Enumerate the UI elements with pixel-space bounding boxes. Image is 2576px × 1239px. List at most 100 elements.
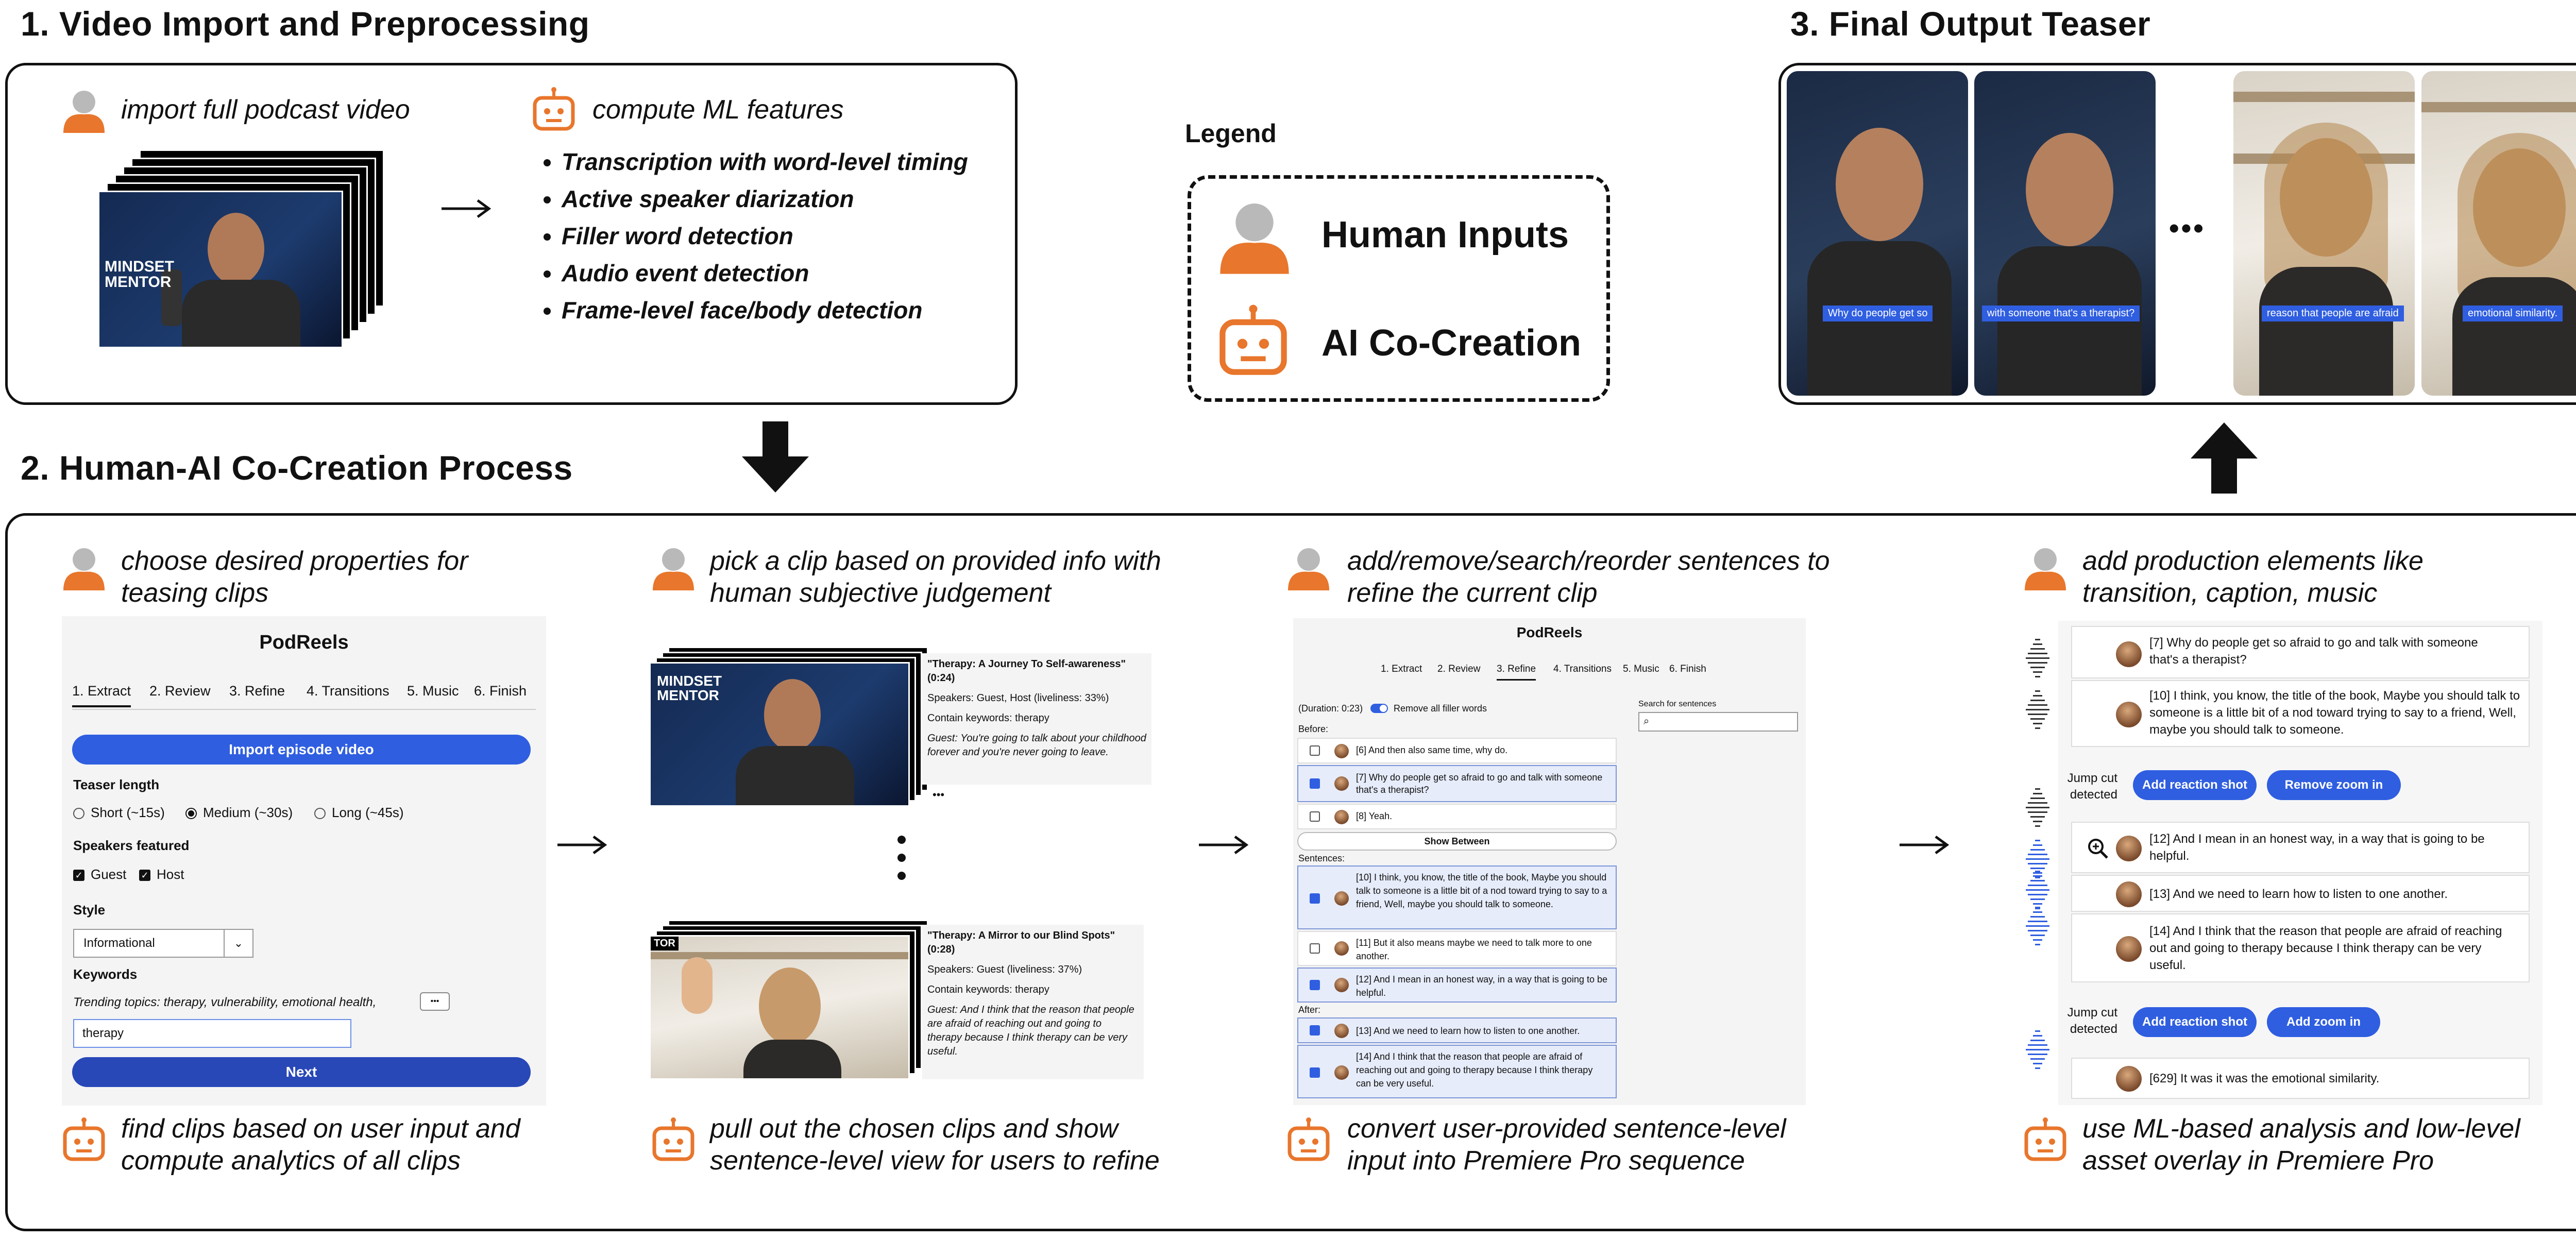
tab-transitions[interactable]: 4. Transitions — [1553, 664, 1612, 674]
waveform-icon — [2026, 1030, 2049, 1069]
sentence-checkbox[interactable] — [1310, 893, 1320, 904]
caption-text: with someone that's a therapist? — [1982, 305, 2140, 321]
host-checkbox[interactable]: ✓ — [139, 870, 150, 881]
sentence-card[interactable]: [629] It was it was the emotional simila… — [2071, 1058, 2530, 1099]
avatar — [1334, 1024, 1349, 1038]
section1-ai-label: compute ML features — [592, 95, 844, 125]
arrow-down-icon — [742, 421, 809, 496]
tab-bar: 1. Extract 2. Review 3. Refine 4. Transi… — [72, 683, 536, 710]
length-short-radio[interactable] — [73, 808, 84, 819]
tab-review[interactable]: 2. Review — [1437, 664, 1481, 674]
step1-robot-icon — [61, 1117, 107, 1163]
feature-list: Transcription with word-level timing Act… — [541, 143, 968, 329]
tab-music[interactable]: 5. Music — [1623, 664, 1659, 674]
step2-ai-label: pull out the chosen clips and show sente… — [710, 1114, 1160, 1176]
avatar — [2116, 641, 2142, 667]
avatar — [2116, 1066, 2142, 1092]
remove-zoom-in-button[interactable]: Remove zoom in — [2267, 770, 2401, 800]
thumb-text: MINDSET MENTOR — [105, 258, 174, 291]
arrow-right-icon — [1899, 835, 1950, 858]
style-select-value: Informational — [83, 936, 155, 950]
sentence-text: [14] And I think that the reason that pe… — [2149, 924, 2502, 972]
sentence-text: [629] It was it was the emotional simila… — [2149, 1072, 2380, 1085]
teaser-ellipsis: ••• — [2169, 212, 2206, 244]
waveform-icon — [2026, 871, 2049, 909]
sentence-checkbox[interactable] — [1310, 1067, 1320, 1078]
sentence-checkbox[interactable] — [1310, 1025, 1320, 1036]
arrow-right-icon — [1198, 835, 1249, 858]
teaser-frame: emotional similarity. — [2421, 71, 2576, 396]
avatar — [1334, 891, 1349, 906]
video-stack: MINDSET MENTOR — [98, 149, 386, 350]
more-topics-button[interactable]: ••• — [420, 992, 450, 1011]
sentence-card[interactable]: [12] And I mean in an honest way, in a w… — [2071, 822, 2530, 873]
clip-list-ellipsis: ••• — [933, 788, 945, 801]
tab-finish[interactable]: 6. Finish — [474, 683, 527, 699]
step1-human-label: choose desired properties for teasing cl… — [121, 546, 468, 608]
waveform-track — [2026, 639, 2049, 1069]
style-select[interactable]: Informational ⌄ — [73, 929, 253, 958]
section1-human-label: import full podcast video — [121, 95, 410, 125]
feature-item: Transcription with word-level timing — [562, 143, 968, 180]
sentence-row[interactable]: [10] I think, you know, the title of the… — [1297, 865, 1617, 929]
jump-cut-label: Jump cut detected — [2067, 771, 2117, 802]
tab-extract[interactable]: 1. Extract — [72, 683, 131, 707]
guest-checkbox[interactable]: ✓ — [73, 870, 84, 881]
legend-human-label: Human Inputs — [1321, 214, 1569, 256]
step4-human-icon — [2022, 545, 2069, 591]
tab-refine[interactable]: 3. Refine — [229, 683, 285, 699]
add-reaction-shot-button[interactable]: Add reaction shot — [2133, 1007, 2257, 1037]
legend-human-icon — [1216, 198, 1293, 276]
tab-finish[interactable]: 6. Finish — [1669, 664, 1706, 674]
waveform-icon — [2026, 690, 2049, 729]
search-input[interactable]: ⌕ — [1638, 712, 1798, 732]
sentence-row[interactable]: [7] Why do people get so afraid to go an… — [1297, 765, 1617, 802]
sentence-row[interactable]: [13] And we need to learn how to listen … — [1297, 1017, 1617, 1043]
tab-extract[interactable]: 1. Extract — [1381, 664, 1422, 674]
sentence-text: [11] But it also means maybe we need to … — [1356, 938, 1592, 961]
sentence-row[interactable]: [14] And I think that the reason that pe… — [1297, 1045, 1617, 1098]
sentence-card[interactable]: [14] And I think that the reason that pe… — [2071, 913, 2530, 982]
speakers-featured-label: Speakers featured — [73, 838, 190, 853]
sentence-text: [7] Why do people get so afraid to go an… — [2149, 636, 2478, 667]
keyword-input[interactable]: therapy — [73, 1019, 351, 1048]
sentence-checkbox[interactable] — [1310, 811, 1320, 822]
clip-stack-2: TOR — [649, 920, 928, 1080]
length-medium-radio[interactable] — [185, 808, 197, 819]
sentence-row[interactable]: [11] But it also means maybe we need to … — [1297, 931, 1617, 966]
clip-title: "Therapy: A Mirror to our Blind Spots" (… — [927, 930, 1115, 955]
tab-transitions[interactable]: 4. Transitions — [307, 683, 389, 699]
step3-human-label: add/remove/search/reorder sentences to r… — [1347, 546, 1830, 608]
add-reaction-shot-button[interactable]: Add reaction shot — [2133, 770, 2257, 800]
next-button[interactable]: Next — [72, 1057, 531, 1087]
caption-text: reason that people are afraid — [2262, 305, 2404, 321]
import-episode-button[interactable]: Import episode video — [72, 735, 531, 765]
sentence-row[interactable]: [8] Yeah. — [1297, 804, 1617, 829]
guest-label: Guest — [91, 867, 127, 882]
trending-topics: Trending topics: therapy, vulnerability,… — [73, 995, 377, 1009]
sentence-card[interactable]: [13] And we need to learn how to listen … — [2071, 875, 2530, 912]
sentence-card[interactable]: [7] Why do people get so afraid to go an… — [2071, 626, 2530, 678]
remove-filler-toggle[interactable] — [1370, 704, 1388, 713]
length-long-radio[interactable] — [314, 808, 326, 819]
sentence-row[interactable]: [6] And then also same time, why do. — [1297, 738, 1617, 763]
add-zoom-in-button[interactable]: Add zoom in — [2267, 1007, 2380, 1037]
waveform-icon — [2026, 907, 2049, 945]
tab-review[interactable]: 2. Review — [149, 683, 211, 699]
length-long-label: Long (~45s) — [332, 805, 404, 820]
waveform-icon — [2026, 788, 2049, 827]
avatar — [1334, 978, 1349, 992]
sentence-text: [10] I think, you know, the title of the… — [2149, 689, 2520, 737]
step1-human-icon — [61, 545, 107, 591]
sentence-checkbox[interactable] — [1310, 980, 1320, 990]
sentence-card[interactable]: [10] I think, you know, the title of the… — [2071, 680, 2530, 747]
sentence-row[interactable]: [12] And I mean in an honest way, in a w… — [1297, 968, 1617, 1003]
sentence-checkbox[interactable] — [1310, 778, 1320, 789]
sentence-checkbox[interactable] — [1310, 943, 1320, 954]
sentence-text: [6] And then also same time, why do. — [1356, 745, 1508, 755]
show-between-button[interactable]: Show Between — [1297, 832, 1617, 851]
sentence-checkbox[interactable] — [1310, 745, 1320, 756]
tab-refine[interactable]: 3. Refine — [1497, 664, 1536, 681]
tab-music[interactable]: 5. Music — [407, 683, 459, 699]
avatar — [1334, 744, 1349, 758]
